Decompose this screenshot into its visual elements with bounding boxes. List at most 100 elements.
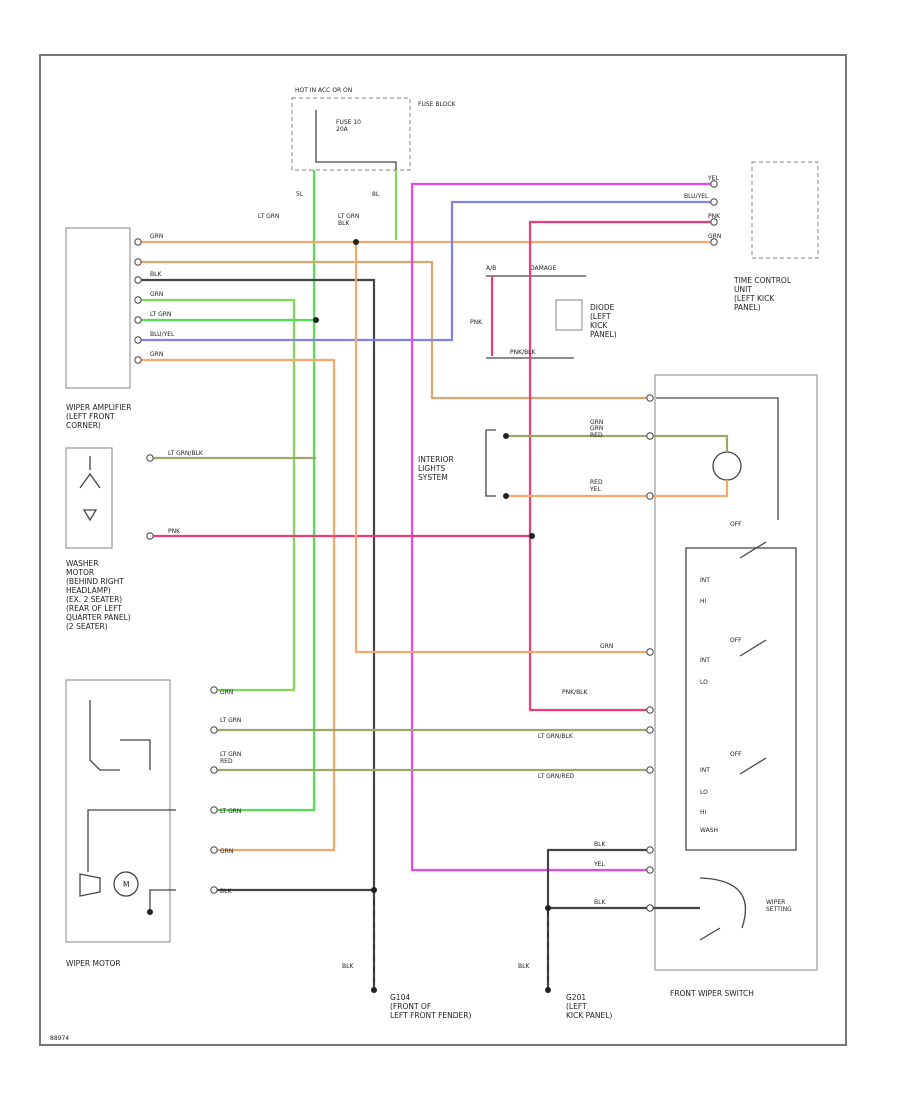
switch-off-3: OFF	[730, 751, 742, 758]
wire-label-amp-5: LT GRN	[150, 311, 171, 318]
junction-dot	[313, 317, 319, 323]
front-wiper-switch-label: FRONT WIPER SWITCH	[670, 989, 754, 998]
switch-int-1: INT	[700, 577, 710, 584]
connector-terminal	[646, 726, 654, 734]
switch-lo-2: LO	[700, 679, 708, 686]
wiper-motor-brush	[79, 873, 101, 897]
switch-off-1: OFF	[730, 521, 742, 528]
connector-terminal	[134, 276, 142, 284]
switch-wash-3: WASH	[700, 827, 718, 834]
connector-terminal	[646, 706, 654, 714]
connector-terminal	[210, 886, 218, 894]
wire-fuse-left	[216, 170, 316, 812]
junction-dot	[371, 887, 377, 893]
fuse-left-tag: 5L	[296, 191, 304, 198]
wire-time-1	[410, 182, 712, 872]
fuse-block-label: FUSE BLOCK	[418, 101, 457, 108]
connector-terminal	[710, 180, 718, 188]
fuse-hot-label: HOT IN ACC OR ON	[295, 87, 352, 94]
wiper-motor-m: M	[123, 880, 129, 889]
junction-dots	[147, 239, 551, 993]
connector-terminal	[646, 846, 654, 854]
wire-amp-7	[140, 358, 336, 852]
wire-label-motor-blk: BLK	[220, 888, 232, 895]
washer-motor-box	[65, 447, 113, 549]
junction-dot	[371, 987, 377, 993]
wire-amp-6	[140, 200, 712, 342]
wire-label-pnk-blk: PNK/BLK	[510, 349, 537, 356]
connector-terminal	[210, 766, 218, 774]
junction-dot	[147, 909, 153, 915]
switch-lo-3: LO	[700, 789, 708, 796]
connector-terminal	[646, 394, 654, 402]
junction-dot	[545, 987, 551, 993]
connector-terminal	[646, 432, 654, 440]
fuse-block-box	[291, 97, 411, 171]
wire-label-time-1: YEL	[707, 175, 719, 182]
diode-b-label: DAMAGE	[530, 265, 556, 272]
wire-interior-1	[506, 434, 729, 452]
motor-internal-wires	[87, 809, 176, 912]
wire-label-time-3: PNK	[708, 213, 721, 220]
connector-terminal	[710, 238, 718, 246]
switch-int-3: INT	[700, 767, 710, 774]
connector-terminal	[646, 766, 654, 774]
switch-contacts	[739, 541, 767, 775]
wire-label-motor-ltgrn1: LT GRN	[220, 717, 241, 724]
wire-label-time-4: GRN	[708, 233, 721, 240]
connector-terminal	[646, 866, 654, 874]
connector-terminal	[210, 846, 218, 854]
wiper-motor-box	[65, 679, 171, 943]
wire-label-amp-7: GRN	[150, 351, 163, 358]
connector-terminal	[210, 726, 218, 734]
switch-hi-1: HI	[700, 598, 707, 605]
wire-amp-2	[140, 260, 650, 400]
wire-label-wash-pnk: PNK	[168, 528, 181, 535]
wire-amp-4	[140, 298, 296, 692]
wire-label-amp-3: BLK	[150, 271, 162, 278]
junction-dot	[503, 433, 509, 439]
wire-label-gnd-blk1: BLK	[342, 963, 354, 970]
time-control-unit-box	[751, 161, 819, 259]
wire-label-grn-sw: GRN	[600, 643, 613, 650]
wire-label-amp-1: GRN	[150, 233, 163, 240]
wire-label-ltgrn-red: LT GRN/RED	[538, 773, 574, 780]
connector-terminal	[710, 218, 718, 226]
junction-dot	[545, 905, 551, 911]
wire-label-fuse-left: LT GRN	[258, 213, 279, 220]
wire-time-3	[528, 220, 712, 712]
junction-dot	[353, 239, 359, 245]
diode-box	[555, 299, 583, 331]
wire-label-motor-ltgrn: LT GRN	[220, 808, 241, 815]
wire-label-ltgrn-blk: LT GRN/BLK	[538, 733, 574, 740]
connector-terminal	[710, 198, 718, 206]
connector-terminal	[646, 904, 654, 912]
wire-label-motor-grn2: GRN	[220, 848, 233, 855]
connector-terminal	[134, 356, 142, 364]
diode-a-label: A/B	[486, 265, 496, 272]
switch-hi-3: HI	[700, 809, 707, 816]
fuse-right-tag: 8L	[372, 191, 380, 198]
wire-label-amp-6: BLU/YEL	[150, 331, 175, 338]
connector-terminal	[134, 296, 142, 304]
junction-dot	[503, 493, 509, 499]
connector-terminal	[134, 316, 142, 324]
junction-dot	[529, 533, 535, 539]
connector-terminal	[646, 648, 654, 656]
switch-inner-box	[685, 547, 797, 851]
wire-label-time-2: BLU/YEL	[684, 193, 709, 200]
wire-switch-grn	[354, 242, 650, 654]
wire-amp-3	[140, 278, 376, 990]
fuse-element	[315, 110, 397, 170]
